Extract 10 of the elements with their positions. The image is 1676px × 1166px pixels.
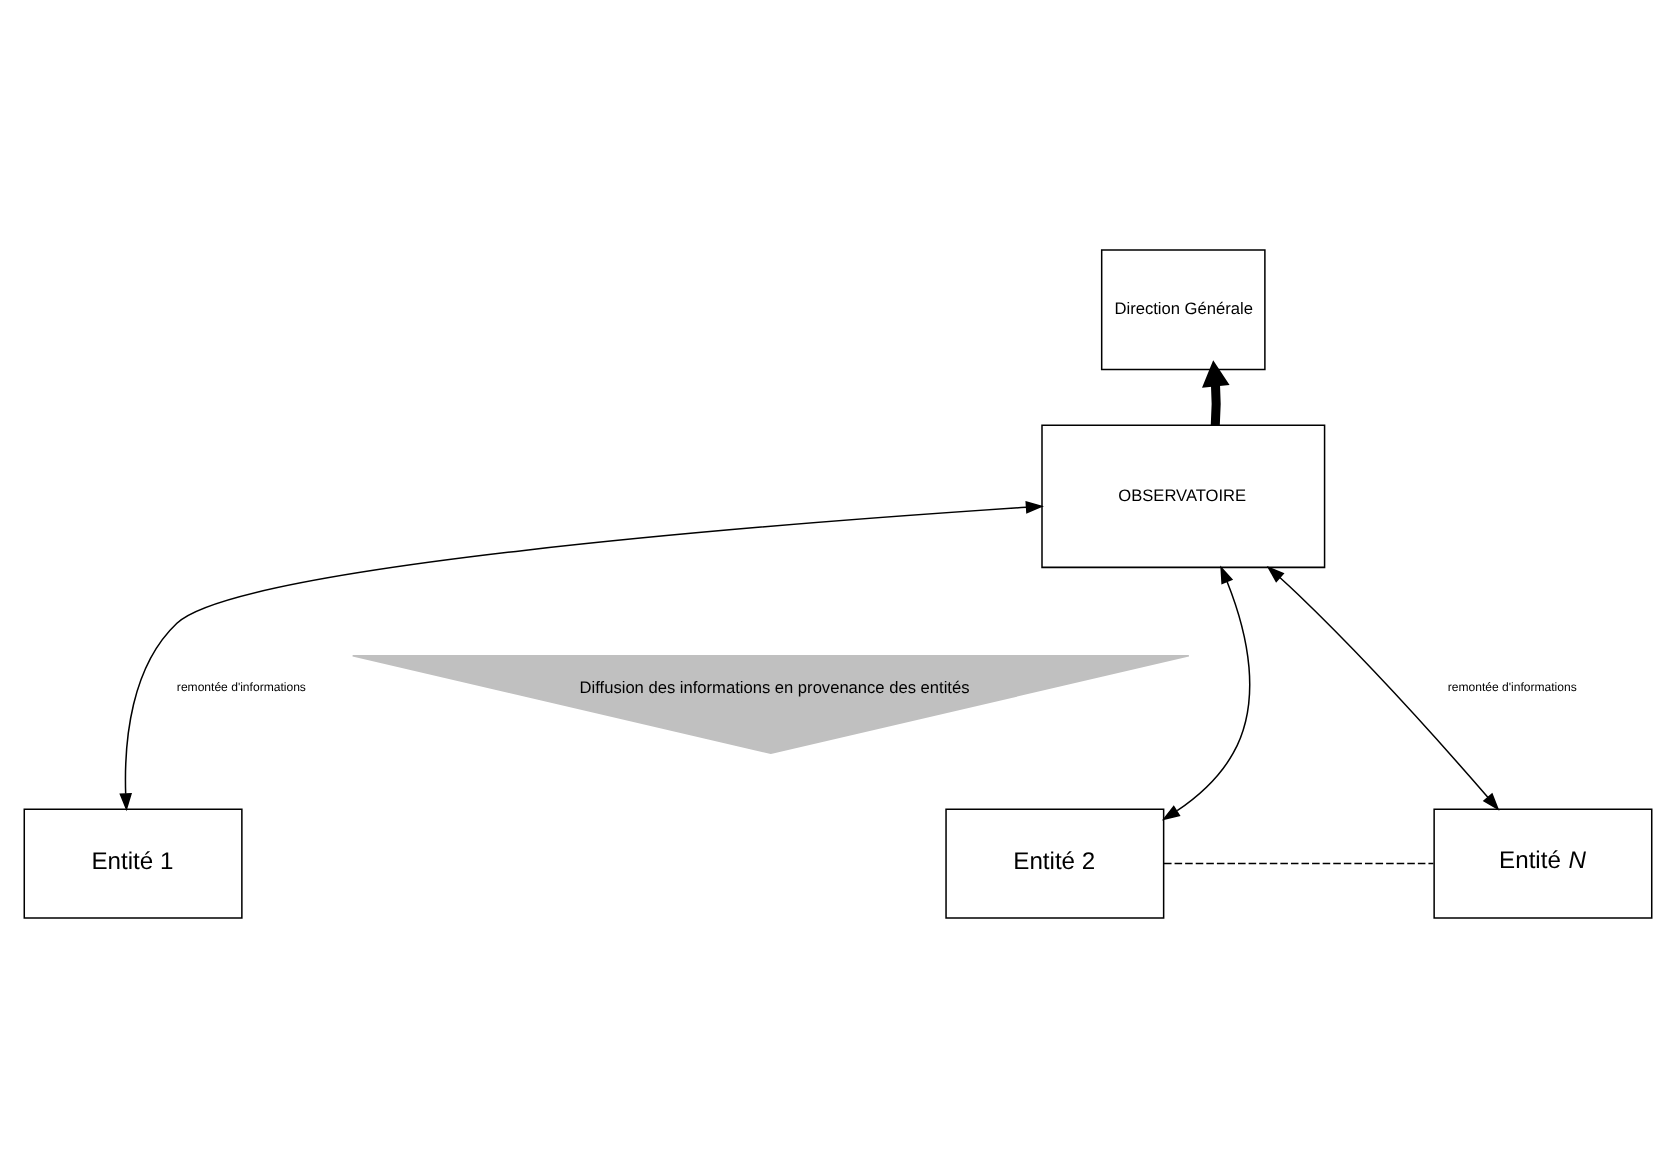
arrow (1202, 359, 1230, 425)
arrow (1161, 564, 1251, 820)
arrow (119, 500, 1044, 811)
node-box: Entité 1 (23, 807, 243, 918)
node-box: OBSERVATOIRE (1041, 423, 1326, 568)
node-box: Entité N (1433, 807, 1653, 918)
node-box: Direction Générale (1100, 248, 1266, 370)
connector (1163, 861, 1435, 864)
node-box: Entité 2 (945, 807, 1165, 918)
arrow (1266, 564, 1500, 810)
